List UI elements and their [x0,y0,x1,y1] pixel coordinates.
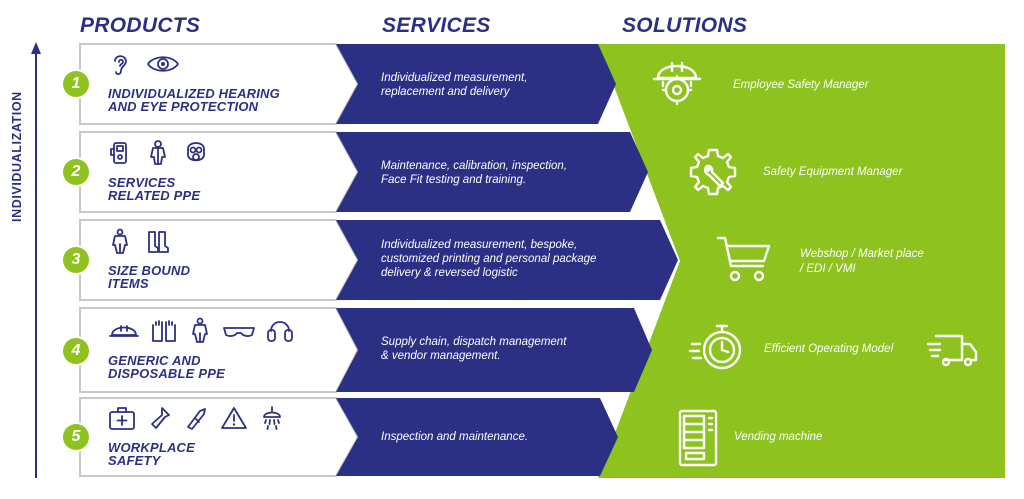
product-icons-3 [108,228,170,254]
respirator-mask-icon [187,142,205,162]
product-title-3-line1: SIZE BOUND [108,263,191,278]
product-title-3: SIZE BOUND ITEMS [108,264,190,290]
delivery-truck-icon [926,334,978,367]
eye-icon [147,56,179,72]
product-title-4-line2: DISPOSABLE PPE [108,366,225,381]
product-title-1: INDIVIDUALIZED HEARING AND EYE PROTECTIO… [108,87,280,113]
earmuffs-icon [267,321,293,342]
product-title-5: WORKPLACE SAFETY [108,441,195,467]
product-title-3-line2: ITEMS [108,276,149,291]
service-1-line1: Individualized measurement, [381,72,528,84]
solution-3-line2: / EDI / VMI [800,263,856,275]
service-2-line1: Maintenance, calibration, inspection, [381,160,568,172]
product-title-2: SERVICES RELATED PPE [108,176,200,202]
row-number-3: 3 [63,247,89,273]
product-title-5-line1: WORKPLACE [108,440,196,455]
product-title-4: GENERIC AND DISPOSABLE PPE [108,354,225,380]
row-number-4: 4 [63,338,89,364]
solution-1-line1: Employee Safety Manager [733,79,869,91]
service-text-1: Individualized measurement, replacement … [381,71,631,99]
product-title-2-line1: SERVICES [108,175,176,190]
service-chevron-5 [336,398,618,476]
boots-icon [148,231,169,253]
service-3-line3: delivery & reversed logistic [381,267,518,279]
products-header: PRODUCTS [80,14,201,37]
hard-hat-icon [109,325,139,337]
protective-suit-icon [150,140,166,165]
solution-2: Safety Equipment Manager [763,165,902,180]
solution-2-line1: Safety Equipment Manager [763,166,903,178]
flashlight-icon [151,407,170,429]
solution-5: Vending machine [734,430,822,445]
axis-label: INDIVIDUALIZATION [10,91,24,222]
services-header: SERVICES [382,14,491,37]
product-icons-4 [108,317,294,343]
product-icons-1 [108,51,180,77]
individualization-arrow [31,42,41,478]
solutions-header: SOLUTIONS [622,14,748,37]
product-title-1-line2: AND EYE PROTECTION [108,99,259,114]
axis-label-wrap: INDIVIDUALIZATION [4,72,34,222]
service-chevron-3 [336,220,678,300]
service-text-2: Maintenance, calibration, inspection, Fa… [381,159,631,187]
product-title-5-line2: SAFETY [108,453,161,468]
utility-knife-icon [187,408,206,430]
row-number-2: 2 [63,159,89,185]
service-2-line2: Face Fit testing and training. [381,174,527,186]
service-chevron-2 [336,132,648,212]
safety-glasses-icon [223,327,255,337]
product-title-1-line1: INDIVIDUALIZED HEARING [108,86,280,101]
service-1-line2: replacement and delivery [381,86,510,98]
gloves-icon [152,320,176,342]
solution-3-line1: Webshop / Market place [800,248,924,260]
solution-1: Employee Safety Manager [733,78,869,93]
wrench-gear-icon [689,148,737,196]
service-text-4: Supply chain, dispatch management & vend… [381,335,631,363]
coverall-icon [192,317,208,343]
helmet-gear-icon [652,61,702,106]
solution-5-line1: Vending machine [734,431,823,443]
service-3-line2: customized printing and personal package [381,253,597,265]
service-3-line1: Individualized measurement, bespoke, [381,239,578,251]
row-number-5: 5 [63,424,89,450]
service-5-line1: Inspection and maintenance. [381,431,529,443]
warning-sign-icon [221,407,247,429]
product-title-4-line1: GENERIC AND [108,353,201,368]
service-chevron-1 [336,44,616,124]
solution-3: Webshop / Market place / EDI / VMI [800,247,924,277]
service-text-3: Individualized measurement, bespoke, cus… [381,238,631,280]
shopping-cart-icon [716,236,771,282]
service-4-line2: & vendor management. [381,350,501,362]
row-number-1: 1 [63,71,89,97]
solutions-area [598,44,1005,478]
ear-icon [114,55,127,76]
stopwatch-icon [688,324,742,370]
service-text-5: Inspection and maintenance. [381,430,631,444]
solution-4-line1: Efficient Operating Model [764,343,894,355]
solution-4: Efficient Operating Model [764,342,893,357]
service-chevron-4 [336,308,652,392]
emergency-shower-icon [263,406,281,430]
coverall-icon [112,228,128,254]
first-aid-kit-icon [109,407,135,430]
gas-detector-icon [110,142,127,164]
product-title-2-line2: RELATED PPE [108,188,201,203]
product-icons-2 [108,139,208,165]
vending-machine-icon [678,409,718,467]
product-icons-5 [108,405,284,431]
service-4-line1: Supply chain, dispatch management [381,336,567,348]
